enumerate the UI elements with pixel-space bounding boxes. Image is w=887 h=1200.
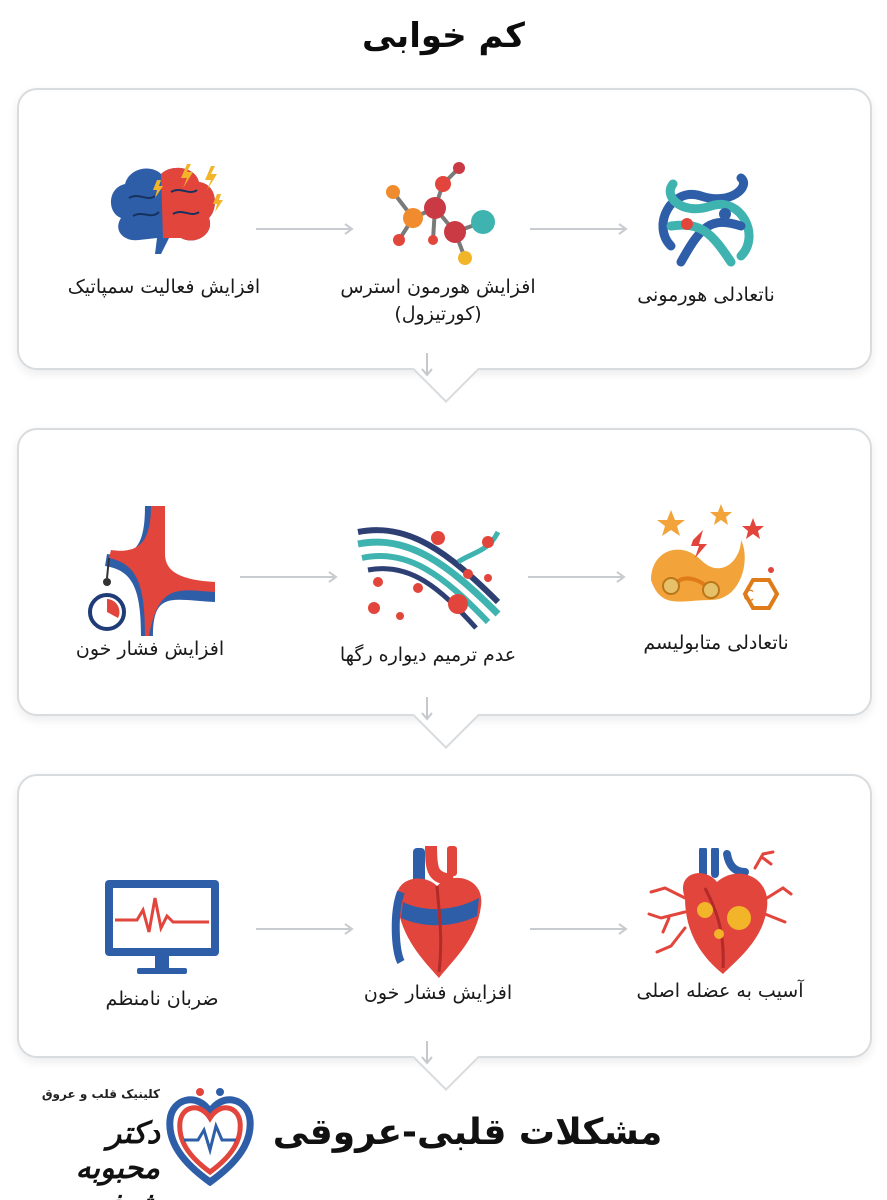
clinic-name: کلینیک قلب و عروق <box>41 1087 160 1101</box>
brain-icon <box>110 164 223 254</box>
molecule-icon <box>386 162 495 265</box>
step-muscle-damage: آسیب به عضله اصلی <box>600 848 840 1005</box>
step-heart-pressure: افزایش فشار خون <box>318 842 558 1007</box>
step-label: ضربان نامنظم <box>105 988 219 1010</box>
page-title: کم خوابی <box>362 16 525 56</box>
step-blood-pressure: افزایش فشار خون <box>30 506 270 663</box>
svg-text:C: C <box>743 586 754 605</box>
damaged-heart-icon <box>647 848 793 974</box>
flow-arrow-icon <box>530 923 628 935</box>
step-stress-hormone: افزایش هورمون استرس (کورتیزول) <box>318 158 558 328</box>
step-label: ناتعادلی هورمونی <box>637 284 775 306</box>
hormone-knot-icon <box>658 173 754 267</box>
step-label: آسیب به عضله اصلی <box>636 980 804 1002</box>
down-arrow-icon <box>421 353 433 377</box>
metabolism-icon: C <box>651 504 780 610</box>
step-metabolism: C ناتعادلی متابولیسم <box>596 500 836 657</box>
step-vessel-repair: عدم ترمیم دیواره رگها <box>308 512 548 669</box>
step-hormone-imbalance: ناتعادلی هورمونی <box>586 166 826 309</box>
step-label: افزایش فشار خون <box>75 638 225 660</box>
vessel-wall-icon <box>357 527 501 630</box>
flow-arrow-icon <box>256 923 354 935</box>
blood-vessel-gauge-icon <box>88 506 215 636</box>
ecg-monitor-icon <box>105 880 219 974</box>
step-label: افزایش فعالیت سمپاتیک <box>67 276 261 298</box>
step-label: ناتعادلی متابولیسم <box>643 632 789 654</box>
flow-arrow-icon <box>530 223 628 235</box>
step-label: افزایش فشار خون <box>363 982 513 1004</box>
step-label: عدم ترمیم دیواره رگها <box>339 644 517 666</box>
flow-arrow-icon <box>240 571 338 583</box>
step-arrhythmia: ضربان نامنظم <box>42 870 282 1013</box>
doctor-signature: دکتر محبوبه شیخ <box>75 1116 160 1200</box>
down-arrow-icon <box>421 1041 433 1065</box>
flow-arrow-icon <box>256 223 354 235</box>
conclusion-title: مشکلات قلبی-عروقی <box>272 1112 663 1153</box>
heart-pulse-logo-icon <box>166 1088 254 1186</box>
heart-icon <box>391 845 482 978</box>
flow-arrow-icon <box>528 571 626 583</box>
step-label: افزایش هورمون استرس (کورتیزول) <box>340 276 536 325</box>
down-arrow-icon <box>421 697 433 721</box>
step-sympathetic: افزایش فعالیت سمپاتیک <box>44 158 284 301</box>
